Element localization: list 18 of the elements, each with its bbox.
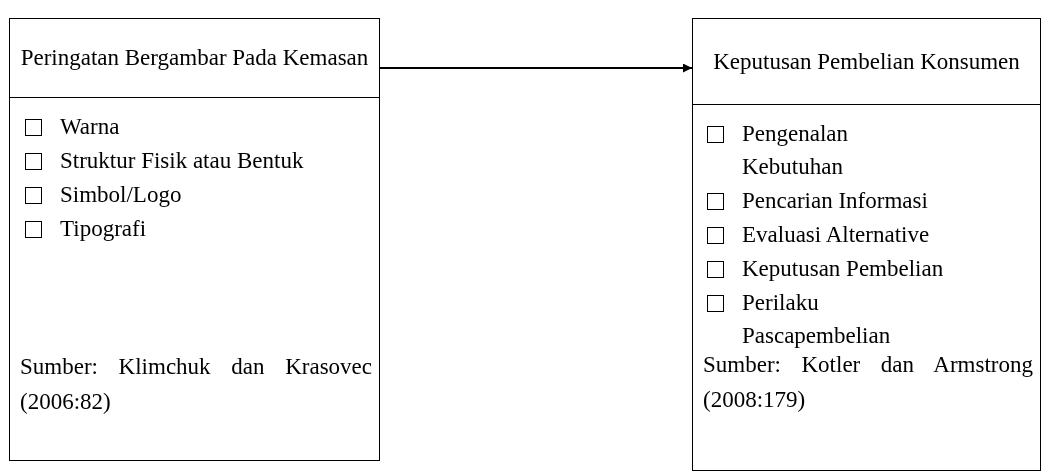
heading-box (692, 18, 1041, 105)
list-box (9, 97, 380, 461)
list-item-text: Struktur Fisik atau Bentuk (60, 147, 305, 175)
heading-box (9, 18, 380, 98)
arrow (379, 63, 693, 73)
list-item-text: Keputusan Pembelian (742, 255, 944, 283)
source-text: Sumber: Kotler dan Armstrong (2008:179) (703, 351, 1033, 414)
list-item-text: Warna (60, 113, 120, 141)
list-item-text: Perilaku Pascapembelian (742, 289, 892, 350)
list-box (692, 104, 1041, 471)
source-text: Sumber: Klimchuk dan Krasovec (2006:82) (20, 353, 372, 416)
list-item-text: Pengenalan Kebutuhan (742, 120, 849, 181)
heading-text: Peringatan Bergambar Pada Kemasan (20, 44, 369, 72)
list-item-text: Simbol/Logo (60, 181, 182, 209)
list-item-text: Evaluasi Alternative (742, 221, 930, 249)
list-item-text: Pencarian Informasi (742, 187, 928, 215)
list-item-text: Tipografi (60, 215, 147, 243)
heading-text: Keputusan Pembelian Konsumen (713, 47, 1020, 76)
